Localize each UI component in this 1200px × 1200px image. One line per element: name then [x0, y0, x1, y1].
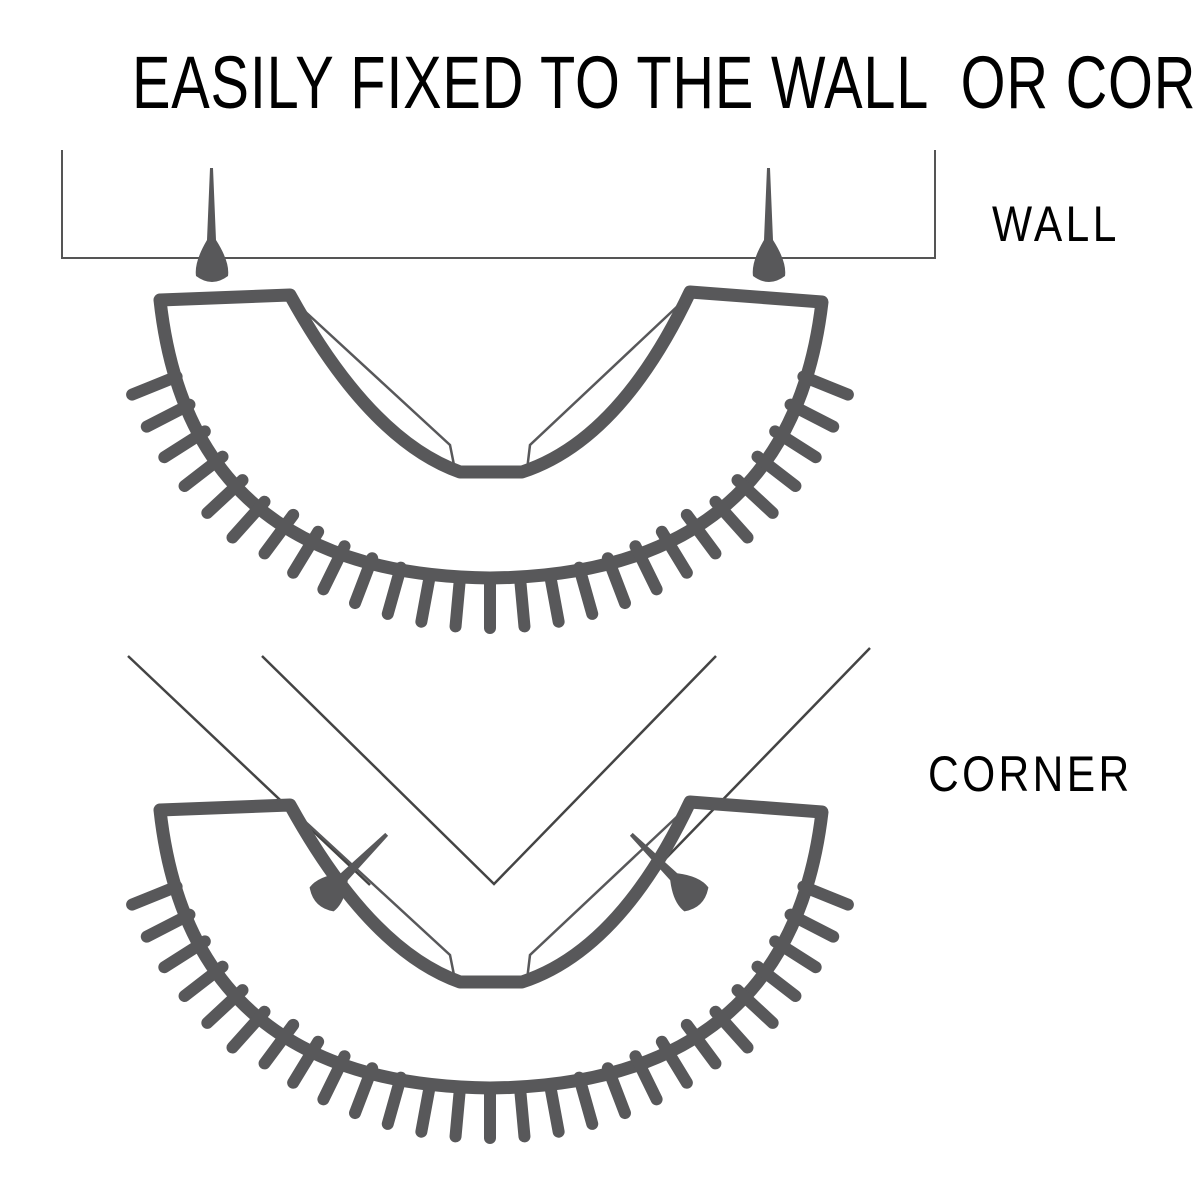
bristle-tooth: [769, 935, 822, 974]
corner-screw-right: [629, 832, 709, 912]
holder-body: [153, 285, 829, 585]
corner-screw-left: [309, 832, 389, 912]
bristle-tooth: [258, 1018, 300, 1070]
bristle-tooth: [140, 908, 196, 943]
corner-label: CORNER: [928, 746, 1133, 802]
bristle-tooth: [178, 450, 229, 493]
bristle-tooth: [680, 508, 722, 560]
bristle-tooth: [317, 540, 351, 596]
bristle-tooth: [287, 525, 325, 579]
bristle-tooth: [287, 1035, 325, 1089]
bristle-tooth: [415, 1078, 437, 1138]
bristle-tooth: [415, 568, 437, 628]
bristle-tooth: [349, 1062, 379, 1120]
bristle-tooth: [226, 495, 271, 544]
bristle-tooth: [797, 370, 854, 401]
corner-lines: [127, 647, 871, 886]
wall-screw-left: [195, 168, 229, 282]
bristle-tooth: [709, 495, 754, 544]
bristle-tooth: [655, 1035, 693, 1089]
bristle-tooth: [629, 1050, 663, 1106]
bristle-tooth: [709, 1005, 754, 1054]
bristle-tooth: [573, 561, 599, 620]
bristle-tooth: [784, 398, 840, 433]
bristle-tooth: [769, 425, 822, 464]
bristle-tooth: [449, 1082, 466, 1143]
bristle-tooth: [797, 880, 854, 911]
bristle-tooth: [514, 1082, 531, 1143]
bristle-tooth: [140, 398, 196, 433]
bristle-tooth: [751, 960, 802, 1003]
bristle-tooth: [178, 960, 229, 1003]
bristle-tooth: [629, 540, 663, 596]
holder-inner-edge: [297, 811, 683, 981]
bristle-tooth: [601, 1062, 631, 1120]
bristle-tooth: [158, 425, 211, 464]
bristle-tooth: [543, 568, 565, 628]
holder-body: [153, 795, 829, 1095]
bristle-tooth: [601, 552, 631, 610]
wall-label: WALL: [992, 196, 1120, 252]
wall-screw-right: [752, 168, 786, 282]
title: EASILY FIXED TO THE WALL OR CORNER: [132, 41, 1200, 124]
bristle-tooth: [680, 1018, 722, 1070]
bristle-tooth: [201, 474, 249, 519]
bristle-tooth: [573, 1071, 599, 1130]
corner-holder: [126, 795, 854, 1144]
bristle-tooth: [258, 508, 300, 560]
bristle-tooth: [317, 1050, 351, 1106]
bristle-tooth: [381, 561, 407, 620]
wall-line: [61, 150, 936, 259]
bristle-tooth: [349, 552, 379, 610]
bristle-tooth: [543, 1078, 565, 1138]
bristle-tooth: [449, 572, 466, 633]
bristle-tooth: [201, 984, 249, 1029]
bristle-tooth: [126, 880, 183, 911]
holder-inner-edge: [297, 301, 683, 471]
bristle-tooth: [158, 935, 211, 974]
bristle-tooth: [655, 525, 693, 579]
bristle-tooth: [751, 450, 802, 493]
wall-holder: [126, 285, 854, 634]
bristle-tooth: [514, 572, 531, 633]
bristle-tooth: [226, 1005, 271, 1054]
bristle-tooth: [381, 1071, 407, 1130]
bristle-tooth: [126, 370, 183, 401]
bristle-tooth: [731, 474, 779, 519]
bristle-tooth: [784, 908, 840, 943]
bristle-tooth: [731, 984, 779, 1029]
